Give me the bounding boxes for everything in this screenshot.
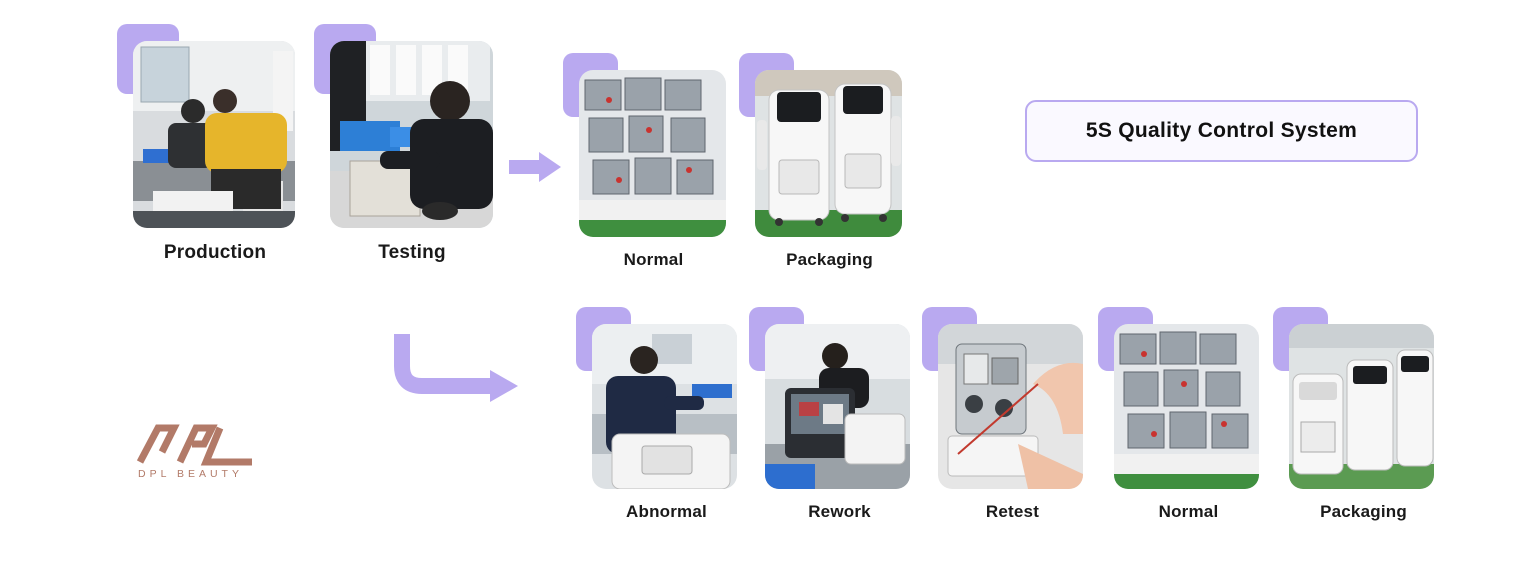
packaging-photo	[1289, 324, 1434, 489]
step-label: Rework	[808, 502, 871, 521]
step-label: Packaging	[1320, 502, 1407, 521]
brand-logo: DPL BEAUTY	[134, 422, 260, 484]
step-packaging-top: Packaging	[739, 53, 904, 273]
retest-photo	[938, 324, 1083, 489]
step-abnormal: Abnormal	[576, 307, 741, 527]
step-label: Packaging	[786, 250, 873, 269]
dpl-logo-mark-icon	[136, 424, 252, 466]
step-label: Production	[163, 242, 267, 263]
step-normal-bottom: Normal	[1098, 307, 1263, 527]
step-packaging-bottom: Packaging	[1273, 307, 1438, 527]
step-label: Abnormal	[626, 502, 707, 521]
step-production: Production	[117, 24, 297, 269]
arrow-right-icon	[509, 152, 561, 182]
step-normal-top: Normal	[563, 53, 728, 273]
arrow-curved-right-icon	[394, 334, 518, 402]
normal-photo	[579, 70, 726, 237]
step-label: Normal	[1158, 502, 1219, 521]
step-testing: Testing	[314, 24, 494, 269]
packaging-photo	[755, 70, 902, 237]
step-label: Testing	[378, 242, 446, 263]
step-label: Normal	[623, 250, 684, 269]
testing-photo	[330, 41, 493, 228]
abnormal-photo	[592, 324, 737, 489]
rework-photo	[765, 324, 910, 489]
page-title: 5S Quality Control System	[1025, 100, 1418, 162]
production-photo	[133, 41, 295, 228]
normal-photo	[1114, 324, 1259, 489]
step-label: Retest	[985, 502, 1040, 521]
step-retest: Retest	[922, 307, 1087, 527]
step-rework: Rework	[749, 307, 914, 527]
brand-name: DPL BEAUTY	[138, 468, 243, 480]
